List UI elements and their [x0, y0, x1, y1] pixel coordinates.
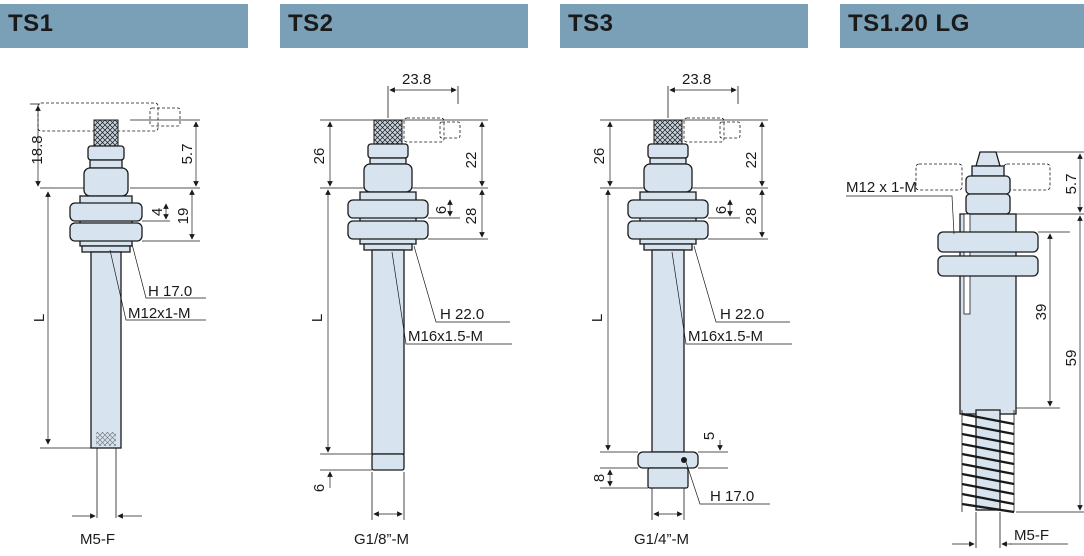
ts1-dim-19: 19 — [175, 208, 192, 225]
ts3-dim-l: L — [589, 314, 606, 322]
ts3-dim-26: 26 — [591, 148, 608, 165]
ts2-dim-l: L — [309, 314, 326, 322]
title-ts120lg: TS1.20 LG — [848, 10, 970, 37]
ts2-bottom-label: G1/8”-M — [354, 531, 409, 548]
ts1-dim-5-7: 5.7 — [179, 144, 196, 165]
ts3-bottom-label: G1/4”-M — [634, 531, 689, 548]
ts2-dim-28: 28 — [463, 208, 480, 225]
header-ts3: TS3 — [560, 4, 808, 48]
header-ts2: TS2 — [280, 4, 528, 48]
ts120lg-bottom-label: M5-F — [1014, 527, 1049, 544]
ts3-dim-6: 6 — [713, 206, 730, 214]
ts2-dim-6: 6 — [433, 206, 450, 214]
drawing-ts1: 18.8 5.7 4 19 L H 17.0 M12x1-M M5-F — [29, 102, 206, 548]
ts3-hex-label: H 22.0 — [720, 306, 764, 323]
drawing-ts120lg: M12 x 1-M 5.7 39 59 M5-F — [846, 151, 1084, 548]
ts2-dim-23-8: 23.8 — [402, 71, 431, 88]
ts3-dim-5: 5 — [701, 432, 718, 440]
ts3-dim-23-8: 23.8 — [682, 71, 711, 88]
ts120lg-thread-label: M12 x 1-M — [846, 179, 917, 196]
title-ts2: TS2 — [288, 10, 334, 37]
title-ts1: TS1 — [8, 10, 54, 37]
ts3-thread-label: M16x1.5-M — [688, 328, 763, 345]
ts2-hex-label: H 22.0 — [440, 306, 484, 323]
ts1-dim-18-8: 18.8 — [29, 135, 46, 164]
drawing-ts3: 23.8 26 22 6 28 L H 22.0 M16x1.5-M 5 8 H… — [589, 71, 792, 548]
ts2-thread-label: M16x1.5-M — [408, 328, 483, 345]
ts120lg-dim-59: 59 — [1063, 350, 1080, 367]
ts1-hex-label: H 17.0 — [148, 283, 192, 300]
ts1-dim-4: 4 — [149, 208, 166, 216]
header-ts1: TS1 — [0, 4, 248, 48]
ts3-dim-22: 22 — [743, 152, 760, 169]
drawing-ts2: 23.8 26 22 6 28 L H 22.0 M16x1.5-M 6 G1/… — [309, 71, 512, 548]
ts3-dim-28: 28 — [743, 208, 760, 225]
ts3-hex2-label: H 17.0 — [710, 488, 754, 505]
ts1-bottom-label: M5-F — [80, 531, 115, 548]
header-ts120lg: TS1.20 LG — [840, 4, 1084, 48]
ts1-thread-label: M12x1-M — [128, 305, 191, 322]
ts2-dim-6b: 6 — [311, 484, 328, 492]
ts3-dim-8: 8 — [591, 474, 608, 482]
ts120lg-dim-5-7: 5.7 — [1063, 174, 1080, 195]
title-ts3: TS3 — [568, 10, 614, 37]
spring-icon — [961, 410, 1015, 514]
ts2-dim-26: 26 — [311, 148, 328, 165]
ts2-dim-22: 22 — [463, 152, 480, 169]
ts120lg-dim-39: 39 — [1033, 304, 1050, 321]
ts1-dim-l: L — [31, 314, 48, 322]
